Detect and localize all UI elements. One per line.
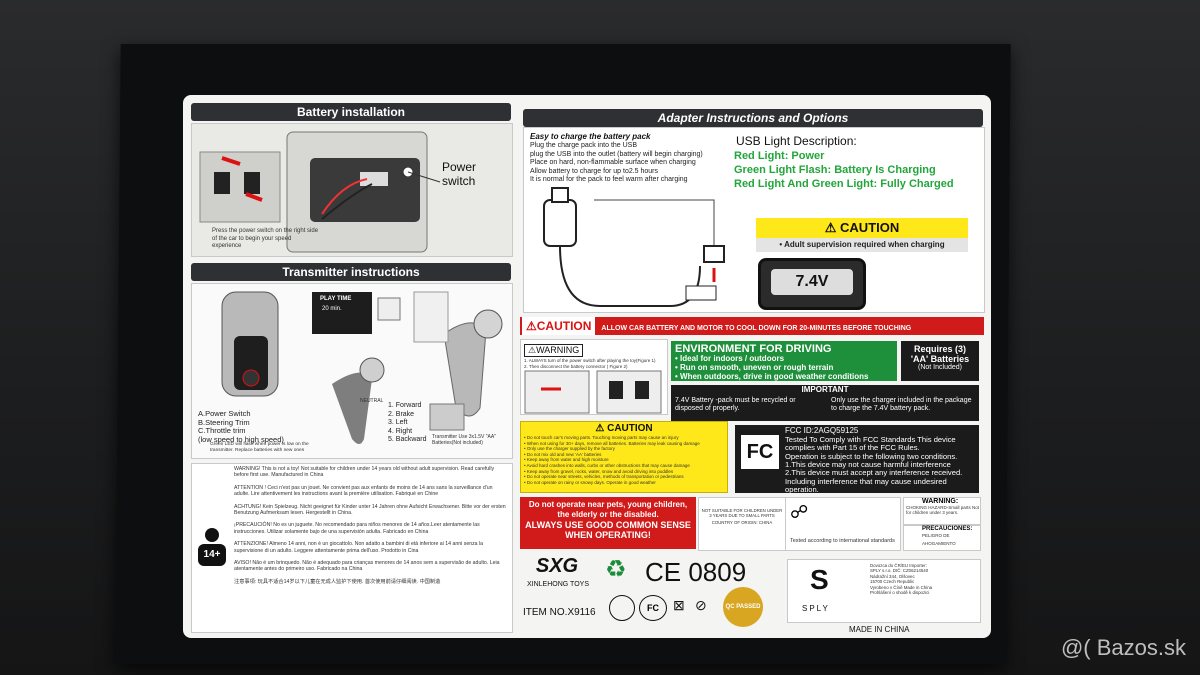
caution-small-panel: ⚠ CAUTION • Do not touch car's moving pa… xyxy=(520,421,728,493)
handshake-icon: ☍ xyxy=(790,502,809,522)
small-parts-panel: NOT SUITABLE FOR CHILDREN UNDER 3 YEARS … xyxy=(698,497,786,551)
adapter-caution-text: • Adult supervision required when chargi… xyxy=(756,238,968,252)
adapter-panel: Easy to charge the battery pack Plug the… xyxy=(523,127,985,313)
usb-cable-illustration xyxy=(543,187,725,307)
distributor-lines: Dovozca do ČR/EU Importer: SPLY s.r.o. D… xyxy=(870,563,933,596)
led-note: Green LED will flash when power is low o… xyxy=(210,442,309,453)
transmitter-panel: PLAY TIME 20 min. A.Power Switch B.Steer… xyxy=(191,283,513,459)
power-note: Press the power switch on the right side… xyxy=(212,228,319,249)
play-time-label: PLAY TIME xyxy=(320,296,352,302)
environment-panel: ENVIRONMENT FOR DRIVING • Ideal for indo… xyxy=(671,341,897,381)
battery-illustration xyxy=(199,131,441,253)
warning-triangle-icon: ⚠ xyxy=(526,319,537,333)
warning-triangle-icon: ⚠ xyxy=(824,220,837,235)
standards-panel: ☍ Tested according to international stan… xyxy=(785,497,901,551)
warning-triangle-icon: ⚠ xyxy=(528,345,537,355)
made-in-china: MADE IN CHINA xyxy=(849,625,910,634)
disconnect-illustration xyxy=(524,370,662,414)
adapter-caution: ⚠ CAUTION xyxy=(756,218,968,238)
fcc-text: FCC ID:2AGQ59125 Tested To Comply with F… xyxy=(785,426,963,495)
sply-logo: S xyxy=(810,564,829,595)
age-14-plus-icon: 14+ xyxy=(198,528,226,568)
box-label: Battery installation Power switch Press … xyxy=(183,95,991,638)
usb-both-lights: Red Light And Green Light: Fully Charged xyxy=(734,178,954,190)
environment-title: ENVIRONMENT FOR DRIVING xyxy=(675,343,832,355)
battery-title: Battery installation xyxy=(191,103,511,121)
neutral-label: NEUTRAL xyxy=(360,398,384,404)
transmitter-illustration xyxy=(221,291,503,444)
direction-list: 1. Forward 2. Brake 3. Left 4. Right 5. … xyxy=(388,402,427,444)
transmitter-legend: A.Power Switch B.Steering Trim C.Throttl… xyxy=(198,409,284,444)
choking-warning: WARNING: CHOKING HAZARD-Small parts Not … xyxy=(903,497,981,525)
warning-triangle-icon: ⚠ xyxy=(595,423,605,434)
no-small-children-icon xyxy=(609,595,635,621)
important-title: IMPORTANT xyxy=(801,385,849,394)
play-time-minutes: 20 min. xyxy=(322,306,342,312)
battery-panel: Power switch Press the power switch on t… xyxy=(191,123,513,257)
fcc-small-icon: FC xyxy=(639,595,667,621)
distributor-panel: S SPLY Dovozca do ČR/EU Importer: SPLY s… xyxy=(787,559,981,623)
battery-voltage: 7.4V xyxy=(771,269,853,295)
warning-lines: WARNING! This is not a toy! Not suitable… xyxy=(234,466,506,585)
warning-title: ⚠WARNING xyxy=(524,344,584,357)
sply-name: SPLY xyxy=(802,604,830,613)
site-watermark: @( Bazos.sk xyxy=(1060,635,1186,660)
caution-small-list: • Do not touch car's moving parts. Touch… xyxy=(524,435,700,485)
usb-green-flash: Green Light Flash: Battery Is Charging xyxy=(734,164,936,176)
qc-passed-badge: QC PASSED xyxy=(723,587,763,627)
requires-batteries: Requires (3) 'AA' Batteries (Not Include… xyxy=(901,341,979,381)
weee-bin-icon: ⊠ xyxy=(673,597,685,613)
brand-logo: SXG xyxy=(535,555,579,577)
usb-red-light: Red Light: Power xyxy=(734,150,825,162)
no-fire-icon: ⊘ xyxy=(695,597,707,613)
power-switch-label: Power switch xyxy=(442,160,477,188)
fcc-panel: FC FCC ID:2AGQ59125 Tested To Comply wit… xyxy=(735,425,979,495)
usb-light-title: USB Light Description: xyxy=(736,134,857,148)
fcc-logo: FC xyxy=(741,435,779,469)
warning-disconnect: ⚠WARNING 1. ALWAYS turn of the power swi… xyxy=(520,339,668,415)
precaution-warning: PRECAUCIONES: PELIGRO DE AHOGAMIENTO xyxy=(903,525,981,551)
ce-mark: CE 0809 xyxy=(645,557,747,587)
adapter-title: Adapter Instructions and Options xyxy=(523,109,983,127)
caution-badge: ⚠CAUTION xyxy=(522,317,596,335)
adapter-steps: Plug the charge pack into the USB plug t… xyxy=(530,142,703,184)
battery-pack: 7.4V xyxy=(758,258,866,310)
pets-warning: Do not operate near pets, young children… xyxy=(520,497,696,549)
recycle-icon: ♻ xyxy=(605,556,627,583)
important-panel: IMPORTANT 7.4V Battery -pack must be rec… xyxy=(671,385,979,421)
item-number: ITEM NO.X9116 xyxy=(523,607,596,618)
aa-note: Transmitter Use 3x1.5V "AA" Batteries(No… xyxy=(432,434,496,446)
brand-name: XINLEHONG TOYS xyxy=(527,581,589,588)
transmitter-title: Transmitter instructions xyxy=(191,263,511,281)
multilingual-warnings: 14+ WARNING! This is not a toy! Not suit… xyxy=(191,463,513,633)
cool-down-caution: ⚠CAUTION ALLOW CAR BATTERY AND MOTOR TO … xyxy=(520,317,984,335)
adapter-subtitle: Easy to charge the battery pack xyxy=(530,132,651,141)
